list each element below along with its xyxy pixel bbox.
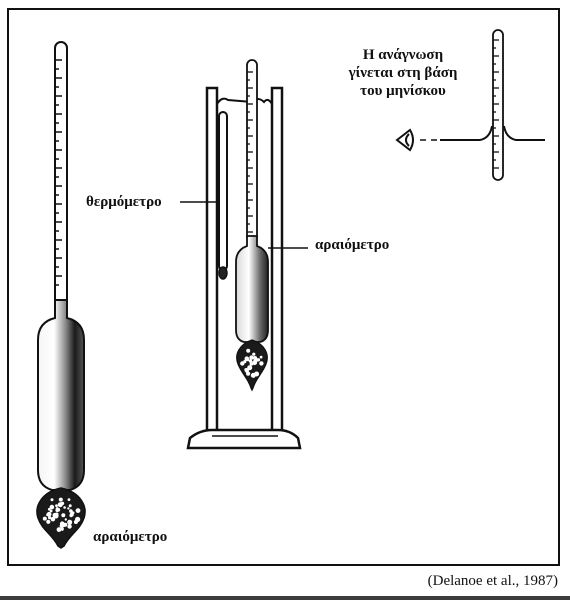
measuring-cylinder (186, 86, 302, 450)
ballast-pellet (55, 504, 58, 507)
eye-icon (395, 128, 414, 152)
ballast-pellet (67, 519, 73, 525)
reading-note-line-1: Η ανάγνωση (362, 47, 444, 63)
hydrometer-label-standalone: αραιόμετρο (93, 529, 168, 545)
ballast-pellet (47, 507, 51, 511)
ballast-pellet (252, 352, 256, 356)
ballast-pellet (54, 512, 59, 516)
ballast-pellet (68, 504, 72, 508)
stem-scale (55, 59, 62, 286)
hydrometer-label-cylinder: αραιόμετρο (315, 237, 390, 253)
ballast-pellet (42, 516, 47, 521)
ballast-pellet (46, 511, 52, 517)
liquid-surface-meniscus (440, 125, 545, 141)
ballast-pellet (67, 524, 72, 529)
ballast-pellet (69, 512, 74, 517)
ballast-pellet (249, 355, 254, 360)
ballast-pellets (42, 497, 81, 532)
ballast-pellet (243, 360, 247, 364)
ballast-pellet (61, 513, 66, 518)
meniscus-detail (395, 29, 545, 181)
ballast-pellet (63, 506, 66, 509)
stem-scale (247, 71, 253, 233)
ballast-pellet (67, 498, 71, 501)
ballast-pellet (46, 519, 51, 524)
ballast-pellet (244, 356, 250, 362)
ballast-pellet (49, 504, 55, 510)
thermometer (180, 111, 228, 280)
thermometer-label: θερμόμετρο (86, 194, 162, 210)
ballast-pellet (247, 365, 253, 371)
ballast-pellet (50, 516, 56, 522)
stem-scale (493, 39, 499, 169)
ballast-pellet (74, 520, 78, 524)
ballast-pellet (250, 372, 256, 378)
ballast-pellet (240, 361, 245, 366)
ballast-pellet (75, 508, 81, 513)
ballast-pellet (248, 359, 253, 363)
ballast-pellet (246, 371, 251, 376)
reading-note-line-2: γίνεται στη βάση (348, 65, 458, 81)
ballast-pellet (57, 502, 63, 508)
ballast-pellet (69, 509, 73, 513)
ballast-pellet (60, 528, 64, 531)
ballast-pellet (59, 521, 65, 526)
ballast-pellet (50, 498, 54, 502)
bottom-border-bar (0, 596, 570, 600)
ballast-pellet (259, 355, 263, 359)
ballast-pellet (64, 518, 68, 521)
ballast-pellet (55, 508, 59, 513)
ballast-pellet (49, 509, 53, 513)
meniscus-reading-note: Η ανάγνωση γίνεται στη βάση του μηνίσκου (328, 46, 478, 100)
reading-note-line-3: του μηνίσκου (360, 83, 446, 99)
ballast-pellet (58, 497, 63, 502)
standalone-hydrometer (36, 41, 86, 549)
ballast-pellet (246, 348, 251, 353)
ballast-pellets (240, 348, 264, 378)
cylinder-hydrometer (235, 59, 308, 392)
ballast-pellet (56, 527, 62, 532)
ballast-pellet (48, 516, 52, 520)
ballast-pellet (254, 358, 258, 363)
figure-frame (7, 8, 560, 566)
ballast-pellet (75, 516, 81, 523)
ballast-pellet (259, 361, 264, 366)
ballast-pellet (67, 507, 70, 510)
source-citation: (Delanoe et al., 1987) (427, 573, 558, 589)
